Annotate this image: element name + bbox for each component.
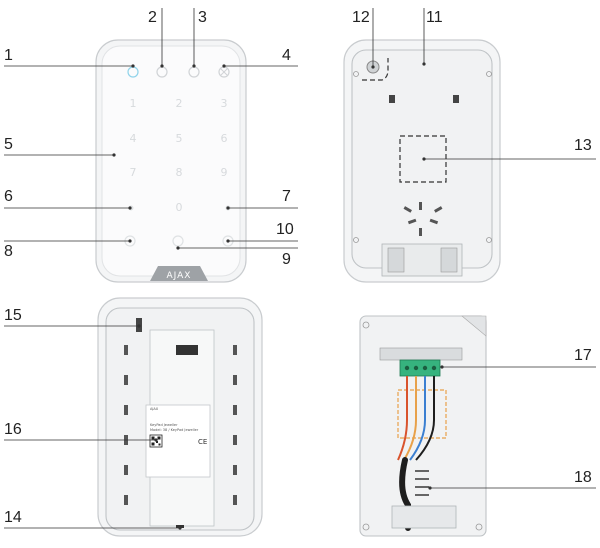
screw-hole-icon [353, 71, 359, 77]
callout-10: 10 [276, 221, 294, 238]
sticker-product-line-1: KeyPad Jeweller [150, 423, 178, 427]
cable-channel [403, 202, 443, 236]
callout-4: 4 [282, 47, 291, 64]
callout-16: 16 [4, 421, 22, 438]
night-mode-key-icon [172, 235, 184, 247]
orange-wire [403, 376, 417, 461]
key-0: 0 [176, 201, 183, 214]
screw-hole-icon [475, 523, 483, 531]
callout-15: 15 [4, 307, 22, 324]
key-2: 2 [176, 97, 183, 110]
callout-3: 3 [198, 9, 207, 26]
screw-hole-icon [362, 523, 370, 531]
black-wire [415, 376, 435, 461]
key-5: 5 [176, 132, 183, 145]
keypad-face [101, 45, 241, 277]
cable-clamp-ribs [415, 470, 429, 496]
screw-hole-icon [353, 237, 359, 243]
front-view: 1 2 3 4 5 6 7 8 9 0 AJAX [95, 39, 247, 283]
callout-11: 11 [426, 9, 443, 26]
callout-8: 8 [4, 243, 13, 260]
callout-6: 6 [4, 188, 13, 205]
key-1: 1 [130, 97, 137, 110]
callout-12: 12 [352, 9, 370, 26]
tamper-dashed-outline [362, 58, 389, 81]
screw-hole-icon [486, 237, 492, 243]
inner-view: AJAX KeyPad Jeweller Model: 38 / KeyPad … [97, 297, 263, 537]
callout-13: 13 [574, 137, 592, 154]
key-8: 8 [176, 166, 183, 179]
screw-hole-icon [362, 321, 370, 329]
mount-clip [453, 95, 459, 103]
callout-14: 14 [4, 509, 22, 526]
bottom-clamp [391, 505, 457, 529]
callout-2: 2 [148, 9, 157, 26]
wiring-view [359, 315, 487, 537]
mount-clip [389, 95, 395, 103]
brand-logo: AJAX [167, 271, 192, 281]
key-3: 3 [221, 97, 228, 110]
callouts: 1 2 3 4 5 6 7 8 9 10 11 12 13 [4, 8, 596, 530]
sticker-product-line-2: Model: 38 / KeyPad Jeweller [150, 428, 199, 432]
red-wire [397, 376, 408, 461]
break-off-corner [461, 315, 487, 337]
key-4: 4 [130, 132, 137, 145]
power-cable [399, 457, 411, 531]
key-6: 6 [221, 132, 228, 145]
cable-holder [379, 347, 463, 361]
callout-1: 1 [4, 47, 13, 64]
callout-18: 18 [574, 469, 592, 486]
callout-17: 17 [574, 347, 592, 364]
back-view [343, 39, 501, 283]
sticker-brand: AJAX [150, 407, 159, 411]
key-9: 9 [221, 166, 228, 179]
screw-hole-icon [486, 71, 492, 77]
ce-mark-icon: CE [198, 438, 207, 446]
wiring-backplate [359, 315, 487, 537]
blue-wire [409, 376, 426, 461]
brand-plate [150, 266, 208, 281]
callout-5: 5 [4, 136, 13, 153]
callout-9: 9 [282, 251, 291, 268]
terminal-block [399, 359, 441, 377]
callout-7: 7 [282, 188, 291, 205]
side-ribs-right [233, 345, 237, 505]
key-7: 7 [130, 166, 137, 179]
connector-socket [176, 345, 198, 355]
